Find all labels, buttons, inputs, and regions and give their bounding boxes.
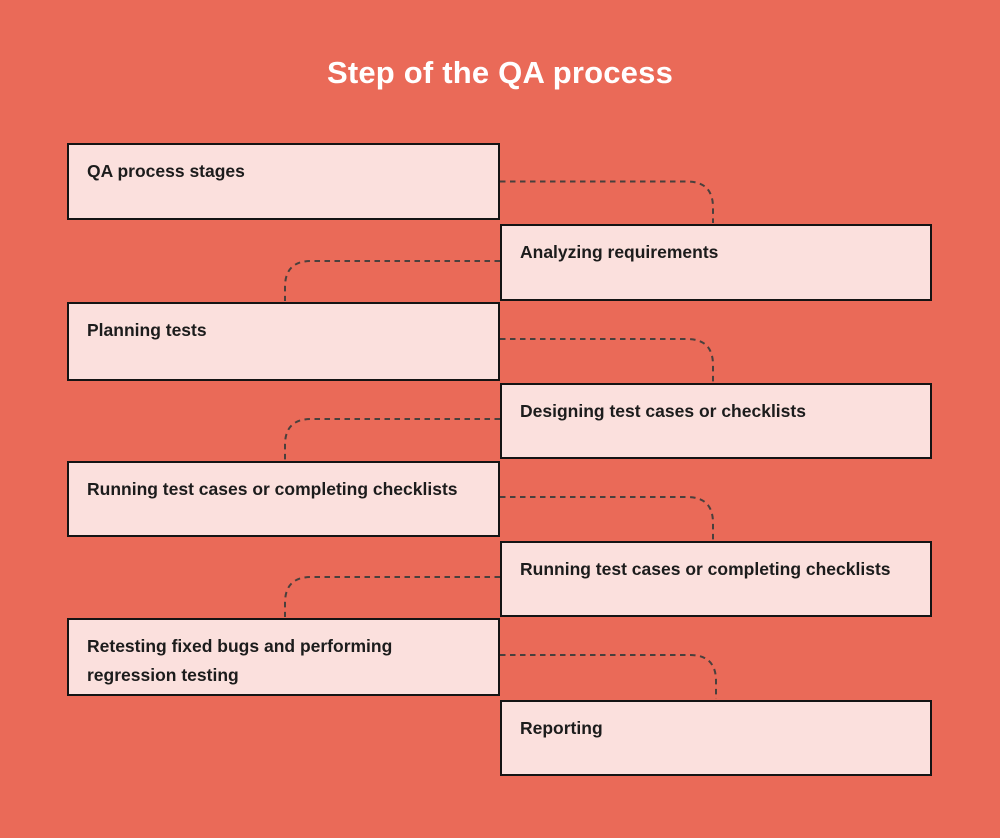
- flow-box-retesting-fixed-bugs: Retesting fixed bugs and performing regr…: [67, 618, 500, 696]
- flow-box-label: Retesting fixed bugs and performing regr…: [87, 636, 393, 685]
- flow-box-running-test-cases-right: Running test cases or completing checkli…: [500, 541, 932, 617]
- connector-4: [284, 418, 500, 460]
- connector-1: [500, 180, 714, 223]
- flow-box-label: Running test cases or completing checkli…: [87, 479, 458, 499]
- flow-box-label: QA process stages: [87, 161, 245, 181]
- connector-2: [284, 260, 500, 301]
- flow-box-qa-process-stages: QA process stages: [67, 143, 500, 220]
- flow-box-analyzing-requirements: Analyzing requirements: [500, 224, 932, 301]
- connector-7: [500, 654, 717, 699]
- flow-box-label: Designing test cases or checklists: [520, 401, 806, 421]
- flow-box-label: Planning tests: [87, 320, 207, 340]
- flow-box-label: Analyzing requirements: [520, 242, 719, 262]
- flow-box-label: Reporting: [520, 718, 603, 738]
- flow-box-designing-test-cases: Designing test cases or checklists: [500, 383, 932, 459]
- flow-box-reporting: Reporting: [500, 700, 932, 776]
- connector-6: [284, 576, 500, 617]
- connector-3: [500, 338, 714, 382]
- page-title: Step of the QA process: [326, 55, 674, 90]
- flow-box-running-test-cases-left: Running test cases or completing checkli…: [67, 461, 500, 537]
- connector-5: [500, 496, 714, 540]
- flow-box-planning-tests: Planning tests: [67, 302, 500, 381]
- flow-box-label: Running test cases or completing checkli…: [520, 559, 891, 579]
